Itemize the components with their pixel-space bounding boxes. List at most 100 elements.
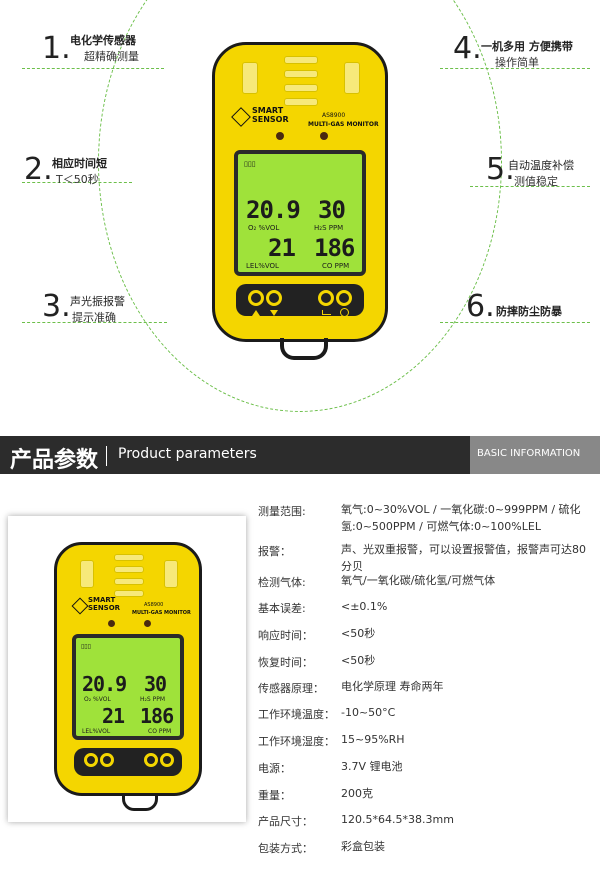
feature-3-title: 声光振报警 xyxy=(70,295,125,308)
lcd-screen: ▯▯▯ 20.9 O₂ %VOL 30 H₂S PPM 21 LEL%VOL 1… xyxy=(234,150,366,276)
feature-1-subtitle: 超精确测量 xyxy=(84,50,139,63)
enter-icon xyxy=(322,310,331,315)
co-unit-label: CO PPM xyxy=(322,262,350,270)
param-label-alarm: 报警： xyxy=(258,545,291,558)
co-reading: 186 xyxy=(140,704,174,728)
belt-clip xyxy=(280,338,328,360)
belt-clip xyxy=(122,794,158,811)
o2-unit-label: O₂ %VOL xyxy=(84,696,111,703)
sensor-slot xyxy=(344,62,360,94)
feature-4-title: 一机多用 方便携带 xyxy=(481,40,573,53)
basic-info-label: BASIC INFORMATION xyxy=(477,448,581,459)
param-value-range: 氧气:0~30%VOL / 一氧化碳:0~999PPM / 硫化氢:0~500P… xyxy=(341,503,581,533)
header-divider xyxy=(106,446,107,466)
brand-name-line1: SMART xyxy=(252,106,284,115)
enter-button[interactable] xyxy=(318,290,334,306)
sensor-slot xyxy=(114,590,144,597)
param-value-power: 3.7V 锂电池 xyxy=(341,760,403,773)
param-value-gases: 氧气/一氧化碳/硫化氢/可燃气体 xyxy=(341,574,496,587)
gas-monitor-device-top: SMART SENSOR AS8900 MULTI-GAS MONITOR ▯▯… xyxy=(212,42,388,360)
param-label-range: 测量范围: xyxy=(258,505,306,518)
param-value-sensor-principle: 电化学原理 寿命两年 xyxy=(341,680,444,693)
o2-reading: 20.9 xyxy=(82,672,127,696)
section-title-en: Product parameters xyxy=(118,446,257,462)
param-value-temperature: -10~50°C xyxy=(341,706,396,719)
feature-6-number: 6. xyxy=(466,289,495,324)
sensor-slot xyxy=(284,84,318,92)
co-reading: 186 xyxy=(314,234,355,262)
device-subtitle: MULTI-GAS MONITOR xyxy=(308,121,379,128)
battery-icon: ▯▯▯ xyxy=(81,643,91,650)
feature-3-line xyxy=(22,322,167,323)
power-button[interactable] xyxy=(160,753,174,767)
feature-3-subtitle: 提示准确 xyxy=(72,311,116,324)
lel-unit-label: LEL%VOL xyxy=(82,728,111,735)
battery-icon: ▯▯▯ xyxy=(244,160,256,168)
sensor-slot xyxy=(164,560,178,588)
basic-info-badge xyxy=(470,436,600,474)
param-value-alarm: 声、光双重报警，可以设置报警值，报警声可达80分贝 xyxy=(341,543,586,573)
feature-6-line xyxy=(440,322,590,323)
param-value-packaging: 彩盒包装 xyxy=(341,840,385,853)
param-label-packaging: 包装方式： xyxy=(258,842,313,855)
h2s-reading: 30 xyxy=(144,672,167,696)
brand-name-line2: SENSOR xyxy=(88,604,121,612)
down-button[interactable] xyxy=(266,290,282,306)
power-icon xyxy=(340,308,349,317)
feature-4-subtitle: 操作简单 xyxy=(495,56,539,69)
section-title-cn: 产品参数 xyxy=(10,448,99,473)
param-value-size: 120.5*64.5*38.3mm xyxy=(341,813,454,826)
feature-2-title: 相应时间短 xyxy=(52,157,107,170)
lel-unit-label: LEL%VOL xyxy=(246,262,279,270)
sensor-slot xyxy=(80,560,94,588)
power-button[interactable] xyxy=(336,290,352,306)
feature-2-number: 2. xyxy=(24,152,53,187)
param-label-humidity: 工作环境湿度： xyxy=(258,735,335,748)
param-value-response-time: <50秒 xyxy=(341,627,376,640)
param-value-recovery-time: <50秒 xyxy=(341,654,376,667)
param-label-sensor-principle: 传感器原理： xyxy=(258,682,324,695)
brand-name-line2: SENSOR xyxy=(252,115,289,124)
down-arrow-icon xyxy=(270,310,278,316)
device-subtitle: MULTI-GAS MONITOR xyxy=(132,610,191,616)
param-label-gases: 检测气体: xyxy=(258,576,306,589)
o2-unit-label: O₂ %VOL xyxy=(248,224,280,232)
indicator-led xyxy=(144,620,151,627)
param-label-temperature: 工作环境温度： xyxy=(258,708,335,721)
h2s-unit-label: H₂S PPM xyxy=(314,224,344,232)
down-button[interactable] xyxy=(100,753,114,767)
sensor-slot xyxy=(284,70,318,78)
model-number: AS8900 xyxy=(322,112,346,119)
up-button[interactable] xyxy=(248,290,264,306)
param-label-recovery-time: 恢复时间： xyxy=(258,656,313,669)
sensor-slot xyxy=(284,98,318,106)
lcd-screen: ▯▯▯ 20.9 O₂ %VOL 30 H₂S PPM 21 LEL%VOL 1… xyxy=(72,634,184,740)
up-arrow-icon xyxy=(252,310,260,316)
feature-2-subtitle: T＜50秒 xyxy=(56,173,99,186)
enter-button[interactable] xyxy=(144,753,158,767)
feature-2-line xyxy=(22,182,132,183)
feature-1-title: 电化学传感器 xyxy=(70,34,136,47)
feature-5-title: 自动温度补偿 xyxy=(508,159,574,172)
feature-3-number: 3. xyxy=(42,289,71,324)
lel-reading: 21 xyxy=(102,704,125,728)
up-button[interactable] xyxy=(84,753,98,767)
indicator-led xyxy=(320,132,328,140)
gas-monitor-device-photo: SMART SENSOR AS8900 MULTI-GAS MONITOR ▯▯… xyxy=(54,542,202,811)
feature-4-line xyxy=(440,68,590,69)
feature-5-subtitle: 测值稳定 xyxy=(514,175,558,188)
feature-5-line xyxy=(470,186,590,187)
param-value-humidity: 15~95%RH xyxy=(341,733,405,746)
feature-6-title: 防摔防尘防暴 xyxy=(496,305,562,318)
feature-4-number: 4. xyxy=(453,31,482,66)
param-label-error: 基本误差: xyxy=(258,602,306,615)
co-unit-label: CO PPM xyxy=(148,728,172,735)
feature-1-line xyxy=(22,68,164,69)
param-label-response-time: 响应时间： xyxy=(258,629,313,642)
param-label-weight: 重量： xyxy=(258,789,291,802)
brand-name-line1: SMART xyxy=(88,596,116,604)
param-label-power: 电源： xyxy=(258,762,291,775)
sensor-slot xyxy=(114,554,144,561)
lel-reading: 21 xyxy=(268,234,296,262)
indicator-led xyxy=(108,620,115,627)
